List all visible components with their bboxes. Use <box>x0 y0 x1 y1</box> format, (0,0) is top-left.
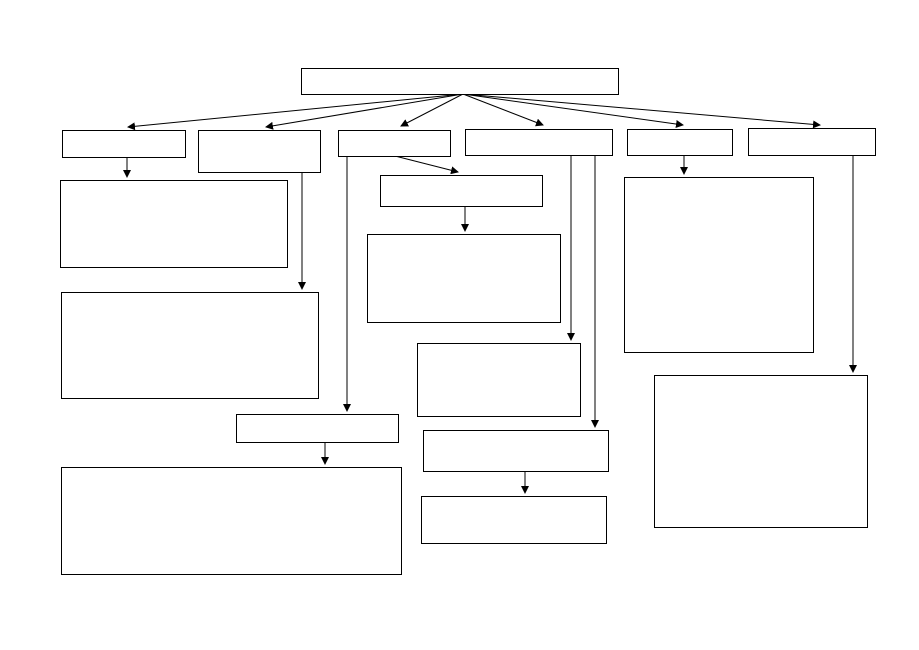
node-box-cat4-sub-detail <box>421 496 607 544</box>
node-cat6-detail <box>654 375 868 528</box>
edge-root-to-cat6 <box>462 93 821 129</box>
node-cat6 <box>748 128 876 156</box>
edges-layer <box>123 93 857 494</box>
edge-root-to-cat2 <box>265 93 464 130</box>
node-box-cat4-sub <box>423 430 609 472</box>
node-box-cat2-detail <box>61 292 319 399</box>
node-cat3 <box>338 130 451 157</box>
node-box-cat3-branch-detail <box>61 467 402 575</box>
edge-root-to-cat4 <box>462 93 544 127</box>
node-cat2-detail <box>61 292 319 399</box>
node-cat3-branch-detail <box>61 467 402 575</box>
node-cat3-sub-detail <box>367 234 561 323</box>
node-cat1-detail <box>60 180 288 268</box>
node-cat5 <box>627 129 733 156</box>
node-box-cat1 <box>62 130 186 158</box>
node-cat4-sub-detail <box>421 496 607 544</box>
node-box-cat3-sub-detail <box>367 234 561 323</box>
node-box-cat1-detail <box>60 180 288 268</box>
node-box-cat6 <box>748 128 876 156</box>
nodes-layer <box>60 68 876 575</box>
node-box-cat5 <box>627 129 733 156</box>
node-root <box>301 68 619 95</box>
node-box-cat4 <box>465 129 613 156</box>
node-cat2 <box>198 130 321 173</box>
node-box-cat2 <box>198 130 321 173</box>
node-box-cat3-branch <box>236 414 399 443</box>
node-cat3-sub <box>380 175 543 207</box>
edge-root-to-cat1 <box>127 93 464 131</box>
node-box-root <box>301 68 619 95</box>
node-cat1 <box>62 130 186 158</box>
node-box-cat6-detail <box>654 375 868 528</box>
edge-root-to-cat5 <box>462 93 684 128</box>
node-box-cat4-detail-a <box>417 343 581 417</box>
node-cat5-detail <box>624 177 814 353</box>
node-box-cat3 <box>338 130 451 157</box>
node-cat4-sub <box>423 430 609 472</box>
node-cat3-branch <box>236 414 399 443</box>
edge-cat3-to-cat3-sub <box>394 155 459 175</box>
node-box-cat3-sub <box>380 175 543 207</box>
node-cat4 <box>465 129 613 156</box>
node-cat4-detail-a <box>417 343 581 417</box>
node-box-cat5-detail <box>624 177 814 353</box>
edge-root-to-cat3 <box>400 93 464 127</box>
